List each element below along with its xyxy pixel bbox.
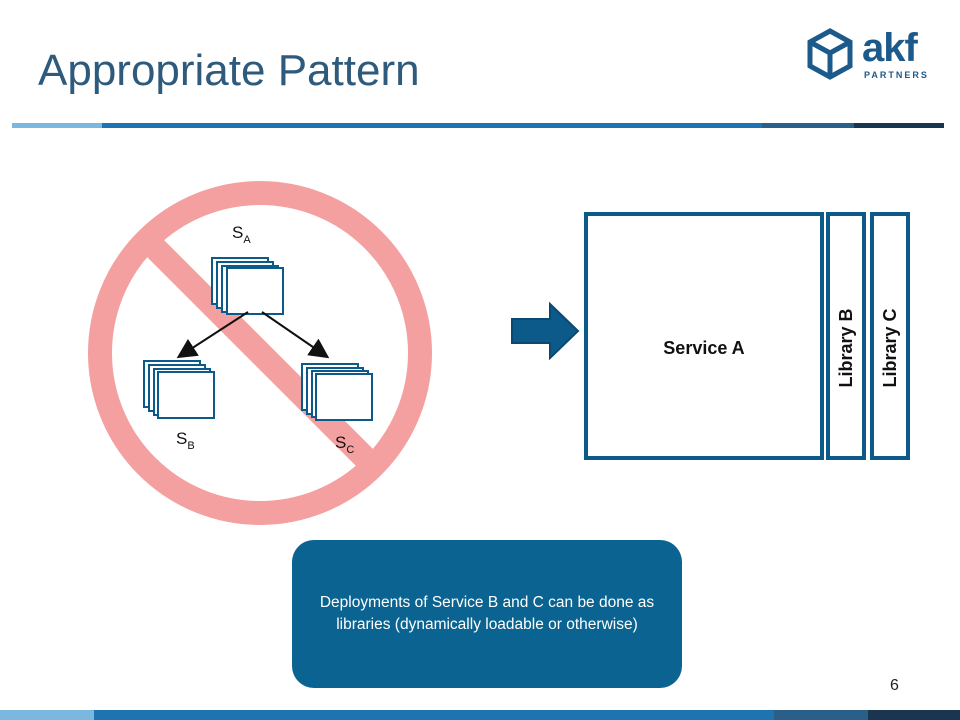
right-arrow-icon	[511, 301, 580, 361]
page-title: Appropriate Pattern	[38, 46, 420, 95]
logo-subtitle: PARTNERS	[864, 70, 929, 80]
label-sa: SA	[232, 223, 251, 246]
service-a-box	[584, 212, 824, 460]
library-b-box	[826, 212, 866, 460]
logo-brand: akf	[862, 26, 918, 70]
label-sc: SC	[335, 433, 354, 456]
callout-box: Deployments of Service B and C can be do…	[292, 540, 682, 688]
service-a-label: Service A	[663, 338, 745, 358]
service-c-stack	[301, 363, 373, 421]
library-b-label: Library B	[836, 308, 856, 388]
no-sign-icon	[88, 181, 432, 525]
service-b-stack	[143, 360, 215, 419]
label-sb: SB	[176, 429, 195, 452]
edge-a-to-b	[176, 311, 249, 359]
service-a-stack	[211, 257, 284, 315]
cube-logo-icon	[807, 28, 853, 80]
edge-a-to-c	[261, 311, 330, 359]
library-c-box	[870, 212, 910, 460]
page-number: 6	[890, 677, 899, 694]
library-c-label: Library C	[880, 308, 900, 388]
callout-text: Deployments of Service B and C can be do…	[319, 594, 655, 633]
